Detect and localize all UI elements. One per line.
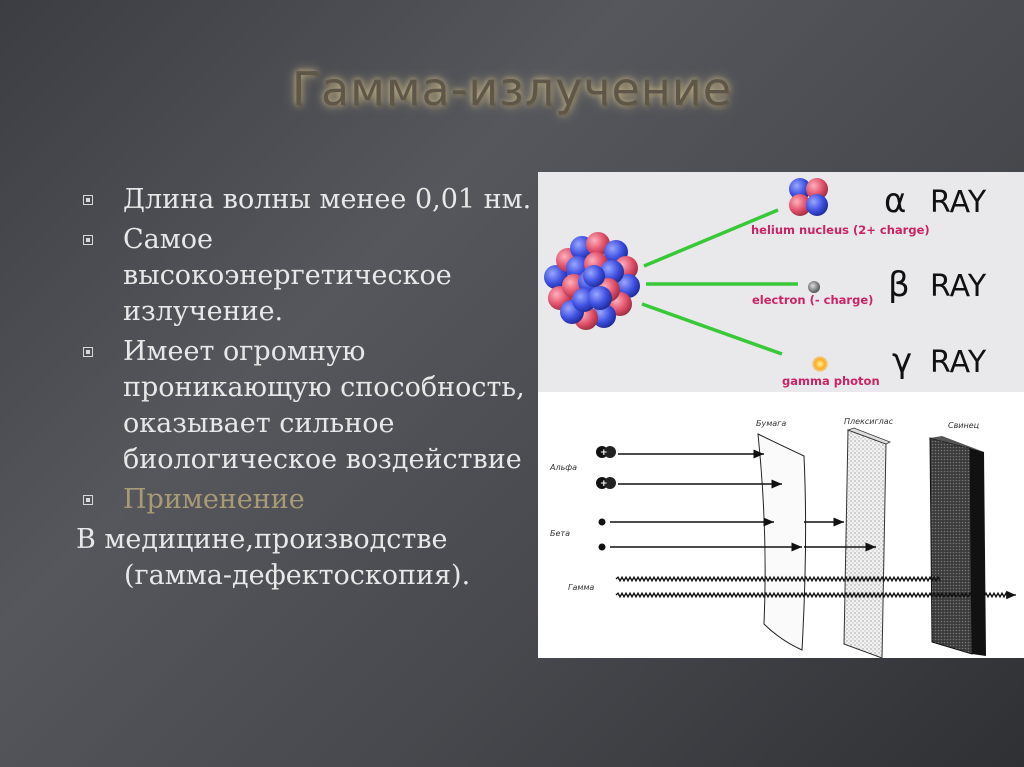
bullet-list: Длина волны менее 0,01 нм. Самое высокоэ…	[76, 182, 538, 594]
beta-ray-word: RAY	[930, 269, 987, 304]
bullet-wavelength: Длина волны менее 0,01 нм.	[78, 182, 538, 218]
bullet-square-icon	[83, 195, 93, 205]
alpha-arrows	[618, 449, 782, 489]
beta-arrows	[610, 517, 876, 552]
bullet-square-icon	[83, 235, 93, 245]
nucleus-icon	[544, 232, 640, 330]
svg-text:+: +	[600, 479, 608, 489]
bullet-text: Применение	[123, 484, 305, 515]
application-text: В медицине,производстве (гамма-дефектоск…	[76, 522, 538, 594]
alpha-particle-icon	[789, 178, 828, 216]
beta-symbol: β	[888, 265, 910, 305]
gamma-waves	[615, 575, 1009, 599]
lead-sheet	[929, 436, 986, 656]
bullet-square-icon	[83, 495, 93, 505]
alpha-particles-icon: + +	[596, 446, 616, 489]
rays-illustration: helium nucleus (2+ charge) electron (- c…	[538, 172, 1024, 392]
gamma-photon-icon	[812, 356, 828, 372]
bullet-text: Самое высокоэнергетическое излучение.	[123, 224, 452, 327]
bullet-application: Применение	[78, 482, 538, 518]
beta-label: Бета	[550, 529, 570, 538]
beta-particles-icon	[598, 518, 606, 551]
alpha-ray-word: RAY	[930, 185, 987, 220]
plexiglass-sheet	[843, 427, 891, 659]
ray-lines	[641, 208, 798, 356]
gamma-symbol: γ	[892, 341, 912, 381]
electron-icon	[808, 281, 820, 293]
paper-sheet	[757, 433, 807, 651]
beta-caption: electron (- charge)	[752, 293, 873, 307]
penetration-diagram: Бумага Плексиглас Свинец Альфа Бета Гамм…	[538, 392, 1024, 659]
gamma-ray-word: RAY	[930, 345, 987, 380]
bullet-text: Имеет огромную проникающую способность, …	[123, 336, 525, 475]
paper-label: Бумага	[756, 419, 786, 428]
bullet-text: Длина волны менее 0,01 нм.	[123, 184, 532, 215]
bullet-square-icon	[83, 347, 93, 357]
svg-text:+: +	[600, 448, 608, 458]
lead-label: Свинец	[948, 421, 980, 430]
application-line-1: В медицине,производстве	[76, 524, 448, 555]
bullet-energy: Самое высокоэнергетическое излучение.	[78, 222, 538, 330]
gamma-caption: gamma photon	[782, 374, 880, 388]
application-line-2: (гамма-дефектоскопия).	[124, 560, 471, 591]
slide-title: Гамма-излучение	[291, 62, 733, 116]
alpha-label: Альфа	[549, 463, 577, 472]
alpha-symbol: α	[884, 181, 906, 221]
gamma-label: Гамма	[568, 583, 594, 592]
alpha-caption: helium nucleus (2+ charge)	[751, 223, 930, 237]
plexiglass-label: Плексиглас	[844, 417, 894, 426]
bullet-penetration: Имеет огромную проникающую способность, …	[78, 334, 538, 478]
